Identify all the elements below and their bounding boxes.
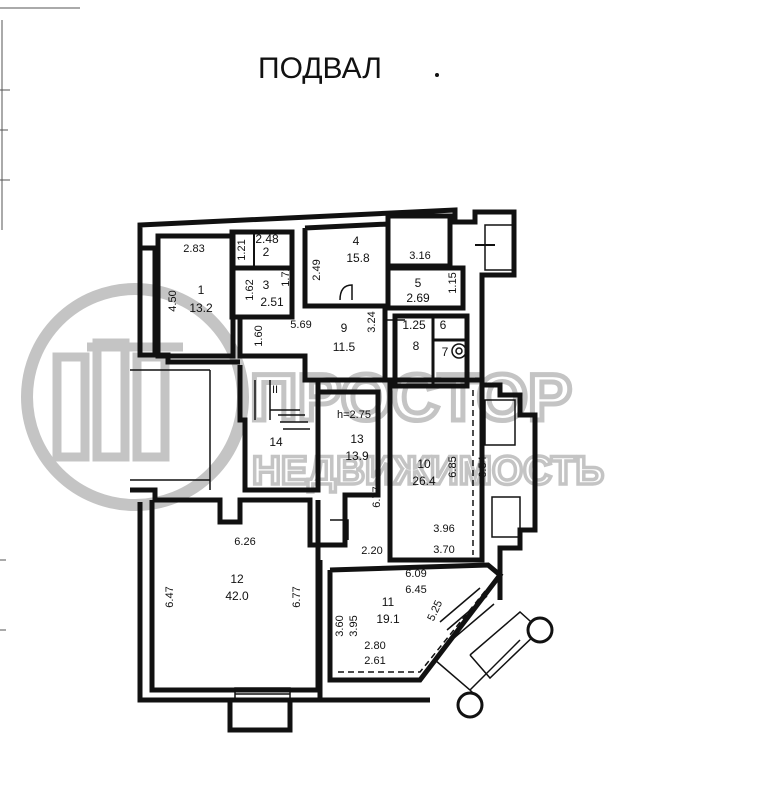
room-number: 2: [263, 245, 270, 259]
dimension: 6.77: [371, 486, 383, 507]
plan-title: ПОДВАЛ: [258, 52, 382, 85]
detail-lines: [130, 224, 542, 701]
dimension: 3.96: [433, 523, 454, 535]
watermark: ПРОСТОР НЕДВИЖИМОСТЬ: [21, 283, 606, 511]
dimension: 6.45: [405, 584, 426, 596]
room-area: 11.5: [333, 340, 356, 354]
room-number: 5: [415, 276, 422, 290]
dimension: 2.49: [311, 259, 323, 280]
dimension: 2.80: [364, 640, 385, 652]
room-number: 9: [341, 321, 348, 335]
dimension: 1.15: [447, 272, 459, 293]
columns: [456, 616, 554, 719]
room-area: 15.8: [346, 251, 370, 265]
room-number: 10: [417, 457, 431, 471]
dimension: 3.60: [334, 615, 346, 636]
dimension: 5.69: [290, 319, 311, 331]
room-number: 14: [269, 435, 283, 449]
dimension: 1.60: [253, 325, 265, 346]
room-labels: 1 13.2 2 2.48 3 2.51 4 15.8 5 2.69 6 1.2…: [189, 232, 448, 626]
room-area: 2.48: [255, 232, 279, 246]
room-area: 26.4: [412, 474, 436, 488]
room-area: 19.1: [376, 612, 400, 626]
dimension: II: [272, 384, 278, 396]
dimension: 6.09: [405, 568, 426, 580]
room-number: 1: [198, 283, 205, 297]
room-area: 1.25: [402, 318, 426, 332]
dimension: 2.83: [183, 243, 204, 255]
room-number: 6: [440, 318, 447, 332]
toilet-icon: [451, 343, 467, 359]
room-area: 2.51: [260, 295, 284, 309]
dimension: 3.95: [348, 615, 360, 636]
room-number: 3: [263, 278, 270, 292]
dimension: 3.24: [366, 311, 378, 332]
watermark-brand: ПРОСТОР: [250, 360, 572, 434]
dimension: 6.77: [291, 586, 303, 607]
room-number: 4: [353, 234, 360, 248]
dimension: 1.72: [280, 265, 292, 286]
room-number: 7: [442, 345, 449, 359]
title-dot: [435, 73, 439, 77]
dimension: 2.20: [361, 545, 382, 557]
dimension: 6.47: [164, 586, 176, 607]
room-number: 8: [413, 339, 420, 353]
room-area: 13.9: [345, 449, 369, 463]
room-number: 11: [382, 595, 395, 609]
watermark-tagline: НЕДВИЖИМОСТЬ: [252, 449, 604, 493]
dimension: 6.54: [477, 456, 489, 477]
dimension: 3.70: [433, 544, 454, 556]
dimension: 2.61: [364, 655, 385, 667]
dimension: 6.85: [447, 456, 459, 477]
ceiling-height: h=2.75: [337, 409, 371, 421]
room-number: 13: [350, 432, 364, 446]
dimension: 3.16: [409, 250, 430, 262]
dimension: 4.50: [167, 290, 179, 311]
dimension-labels: 2.83 4.50 1.21 1.62 1.72 2.49 3.16 1.15 …: [164, 239, 489, 667]
room-number: 12: [230, 572, 244, 586]
dimension: 1.21: [236, 239, 248, 260]
dimension: 6.26: [234, 536, 255, 548]
prostor-logo-icon: [21, 283, 249, 511]
room-area: 2.69: [406, 291, 430, 305]
room-area: 13.2: [189, 301, 213, 315]
scan-edge-marks: [0, 7, 80, 631]
room-area: 42.0: [225, 589, 249, 603]
dimension: 1.62: [244, 279, 256, 300]
